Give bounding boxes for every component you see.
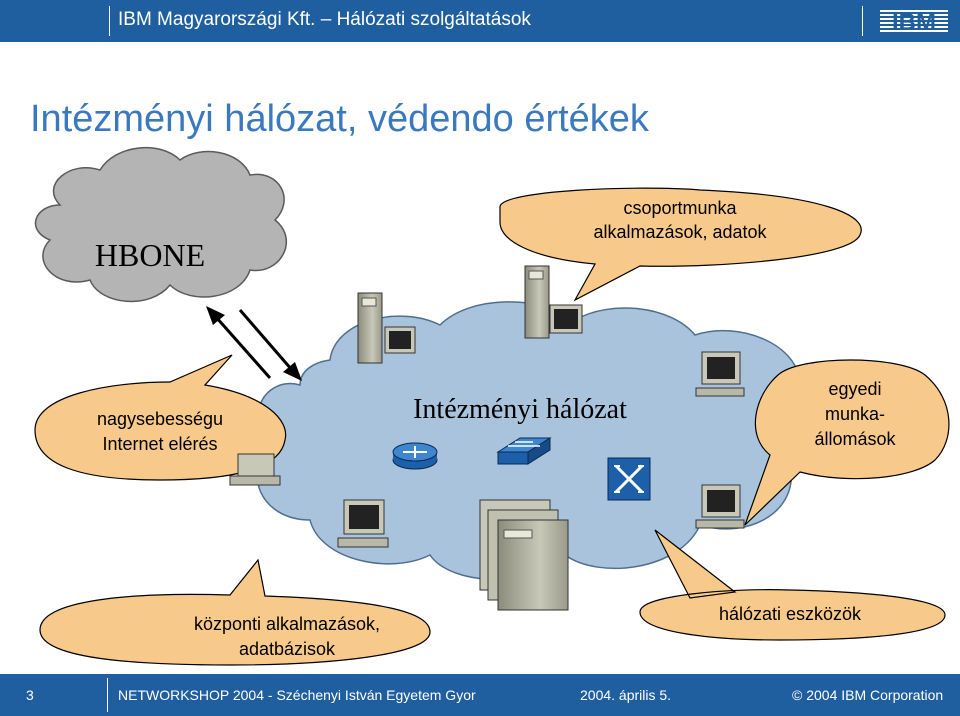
callout-devices	[639, 529, 946, 641]
server-tower-icon	[357, 292, 416, 364]
footer-divider	[107, 678, 108, 712]
callout-internet-line2: Internet elérés	[102, 434, 217, 454]
workstation-icon	[229, 453, 281, 486]
network-label: Intézményi hálózat	[413, 394, 627, 425]
callout-workstations-line2: munka-	[825, 404, 885, 424]
page-number: 3	[26, 687, 34, 703]
callout-central-line2: adatbázisok	[239, 639, 336, 659]
header-title: IBM Magyarországi Kft. – Hálózati szolgá…	[118, 9, 531, 30]
hbone-label: HBONE	[95, 237, 205, 273]
callout-internet-line1: nagysebességu	[97, 409, 223, 429]
link-arrows	[206, 306, 302, 381]
logo-text: IBM	[892, 9, 936, 34]
callout-groupware-line1: csoportmunka	[623, 198, 737, 218]
callout-central-line1: központi alkalmazások,	[194, 614, 380, 634]
callout-workstations	[744, 359, 950, 526]
callout-groupware	[499, 187, 862, 302]
header-bar: IBM Magyarországi Kft. – Hálózati szolgá…	[0, 0, 960, 42]
header-divider	[109, 6, 110, 36]
workstation-icon	[337, 499, 389, 548]
callout-groupware-line2: alkalmazások, adatok	[593, 222, 767, 242]
footer-bar: 3 NETWORKSHOP 2004 - Széchenyi István Eg…	[0, 674, 960, 716]
workstation-icon	[695, 351, 745, 397]
callout-internet	[34, 354, 287, 481]
workstation-icon	[695, 484, 745, 529]
server-tower-icon	[524, 265, 583, 339]
callout-workstations-line3: állomások	[814, 429, 896, 449]
router-icon	[392, 442, 438, 470]
hbone-cloud	[34, 147, 287, 303]
callout-central	[39, 558, 431, 666]
ibm-logo: IBM	[880, 9, 948, 34]
footer-event: NETWORKSHOP 2004 - Széchenyi István Egye…	[118, 687, 476, 703]
header-divider-right	[862, 6, 863, 36]
footer-copyright: © 2004 IBM Corporation	[792, 687, 944, 703]
callout-workstations-line1: egyedi	[828, 379, 881, 399]
callout-devices-label: hálózati eszközök	[719, 604, 862, 624]
server-cluster-icon	[479, 499, 569, 611]
page-title: Intézményi hálózat, védendo értékek	[30, 98, 649, 140]
footer-date: 2004. április 5.	[580, 687, 672, 703]
switch-icon	[496, 437, 552, 465]
atm-switch-icon	[607, 457, 651, 501]
